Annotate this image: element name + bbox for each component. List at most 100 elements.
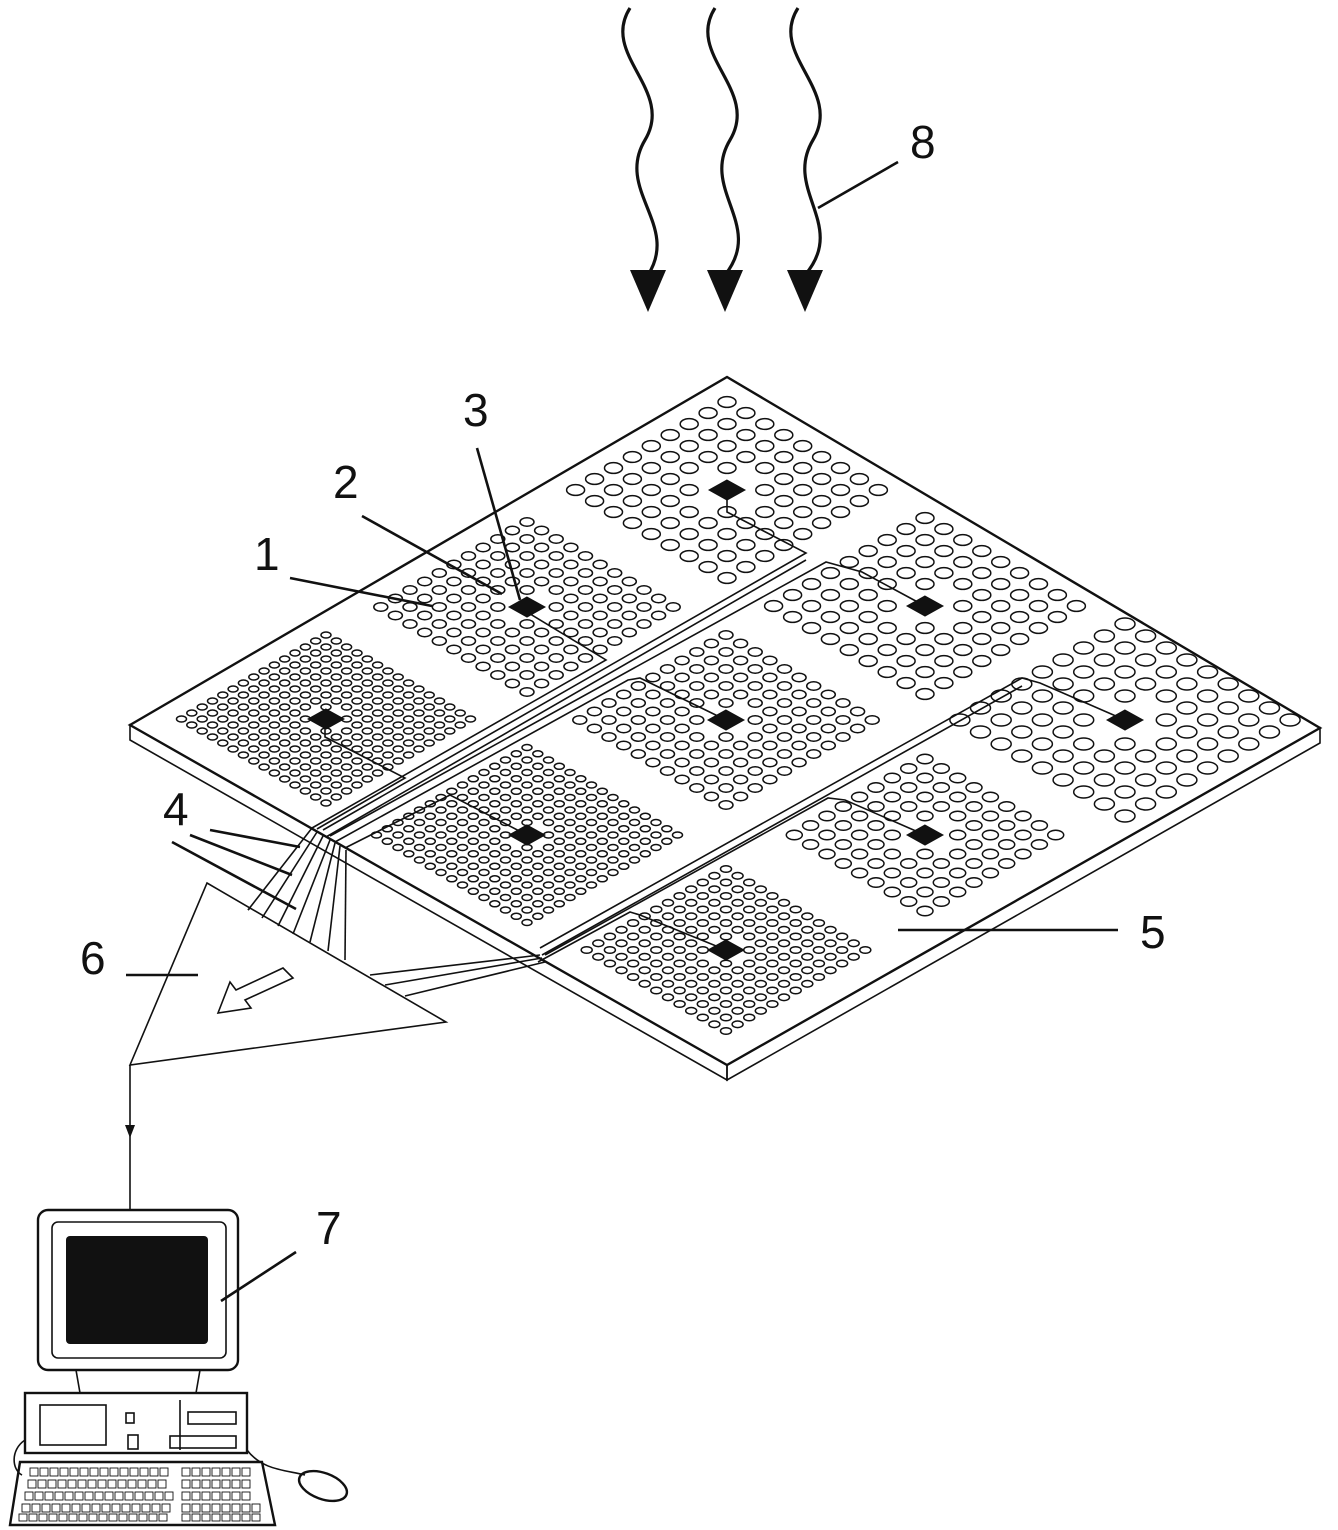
hole bbox=[1009, 632, 1030, 646]
hole bbox=[387, 610, 404, 621]
keyboard-key bbox=[78, 1513, 88, 1522]
hole bbox=[684, 993, 698, 1002]
hole bbox=[689, 681, 705, 691]
chip-d bbox=[905, 595, 945, 617]
hole bbox=[703, 774, 720, 785]
hole bbox=[731, 993, 744, 1002]
hole bbox=[641, 483, 662, 497]
hole bbox=[755, 549, 775, 563]
hole bbox=[650, 986, 663, 995]
hole bbox=[402, 585, 418, 595]
hole bbox=[416, 610, 433, 621]
hole bbox=[542, 756, 555, 764]
hole bbox=[965, 857, 983, 870]
hole bbox=[1052, 773, 1074, 787]
hole bbox=[812, 918, 826, 928]
hole bbox=[934, 654, 954, 668]
hole bbox=[626, 918, 640, 928]
keyboard-key bbox=[231, 1513, 241, 1522]
hole bbox=[504, 644, 521, 655]
hole bbox=[309, 661, 322, 669]
hole bbox=[972, 588, 992, 602]
hole bbox=[320, 799, 332, 807]
hole bbox=[475, 627, 491, 638]
hole bbox=[932, 781, 951, 794]
keyboard-key bbox=[161, 1503, 171, 1513]
hole bbox=[708, 1006, 721, 1015]
hole bbox=[659, 664, 676, 674]
hole bbox=[849, 706, 866, 717]
hole bbox=[435, 856, 447, 864]
hole bbox=[645, 740, 661, 751]
hole bbox=[1052, 677, 1074, 691]
keyboard-key bbox=[39, 1467, 49, 1477]
hole bbox=[351, 685, 363, 693]
hole bbox=[763, 599, 784, 613]
hole bbox=[915, 533, 935, 547]
hole bbox=[575, 787, 587, 796]
trace-module-e bbox=[334, 677, 727, 843]
hole bbox=[650, 831, 662, 839]
hole bbox=[330, 673, 343, 681]
keyboard-key bbox=[68, 1513, 78, 1522]
hole bbox=[899, 781, 918, 794]
hole bbox=[499, 893, 512, 902]
hole bbox=[661, 966, 675, 975]
hole bbox=[732, 689, 749, 700]
hole bbox=[1030, 838, 1049, 851]
hole bbox=[431, 636, 448, 646]
leads-over-amplifier bbox=[247, 907, 251, 911]
hole bbox=[948, 848, 967, 860]
hole bbox=[883, 772, 902, 784]
hole bbox=[563, 661, 579, 672]
hole bbox=[641, 527, 662, 541]
lead-9 bbox=[384, 957, 543, 986]
hole bbox=[460, 551, 477, 561]
hole bbox=[703, 689, 720, 700]
hole bbox=[603, 959, 617, 968]
keyboard-key bbox=[181, 1491, 191, 1501]
hole bbox=[392, 831, 404, 839]
hole bbox=[696, 905, 710, 914]
keyboard-keys bbox=[18, 1467, 261, 1522]
keyboard-key bbox=[99, 1467, 109, 1477]
hole bbox=[299, 763, 312, 771]
keyboard-key bbox=[201, 1467, 211, 1477]
hole bbox=[460, 585, 477, 595]
radiation-wave-2 bbox=[706, 7, 740, 276]
hole bbox=[489, 850, 501, 858]
hole bbox=[1238, 689, 1260, 703]
hole bbox=[510, 887, 523, 896]
hole bbox=[553, 837, 566, 846]
hole bbox=[575, 862, 587, 871]
system-unit bbox=[23, 1391, 249, 1455]
hole bbox=[454, 721, 466, 729]
hole bbox=[1072, 665, 1095, 679]
hole bbox=[948, 810, 967, 822]
hole bbox=[754, 1006, 768, 1015]
hole bbox=[1046, 829, 1065, 841]
hole bbox=[392, 757, 404, 765]
hole bbox=[227, 733, 239, 741]
hole bbox=[732, 638, 749, 649]
hole bbox=[1072, 737, 1095, 751]
hole bbox=[766, 905, 779, 914]
keyboard-key bbox=[128, 1513, 138, 1522]
hole bbox=[413, 733, 425, 741]
hole bbox=[782, 610, 803, 624]
hole bbox=[965, 838, 983, 851]
hole bbox=[661, 837, 673, 846]
hole bbox=[575, 887, 587, 896]
hole bbox=[309, 685, 322, 693]
hole bbox=[1072, 641, 1095, 655]
keyboard-key bbox=[108, 1513, 118, 1522]
hole bbox=[731, 966, 744, 975]
hole bbox=[521, 906, 533, 914]
hole bbox=[446, 850, 458, 858]
hole bbox=[708, 979, 721, 988]
hole bbox=[553, 862, 566, 871]
hole bbox=[237, 691, 250, 699]
hole bbox=[689, 647, 705, 657]
keyboard-key bbox=[144, 1491, 154, 1501]
hole bbox=[542, 868, 555, 877]
